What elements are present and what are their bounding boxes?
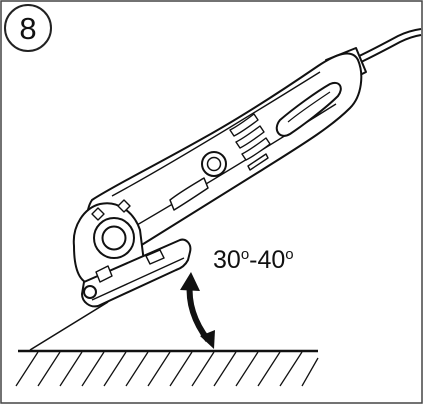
guard-clamp-screw [83,285,97,299]
work-surface [15,349,319,387]
angle-min: 30 [213,246,241,274]
angle-separator: - [249,246,258,274]
ventilation-slots [229,113,271,171]
angle-grinder [72,47,367,308]
spindle-lock-2 [117,199,131,213]
power-cord [354,28,422,59]
side-handle-knob-inner [101,225,127,251]
flange-nut [145,249,165,265]
guard-clamp [95,265,113,283]
angle-max-degree: o [285,246,294,263]
housing-seam-top [111,71,321,197]
angle-range-label: 30o-40o [213,246,294,274]
power-cord-inner [356,34,422,65]
angle-arrow-head-top [180,272,200,291]
front-grip-groove [169,177,209,211]
grip-recess-inner [287,91,331,123]
step-number: 8 [19,11,37,46]
spindle-lock [91,207,105,221]
disc-reference-line [29,301,109,351]
angle-min-degree: o [240,246,250,263]
switch-button-inner [206,156,222,172]
step-number-badge: 8 [4,4,52,52]
angle-arrow-icon [180,272,215,349]
angle-arrow-head-bottom [200,330,215,349]
angle-max: 40 [257,246,286,274]
surface-hatching [15,351,319,387]
wheel-guard-rim [91,257,185,301]
